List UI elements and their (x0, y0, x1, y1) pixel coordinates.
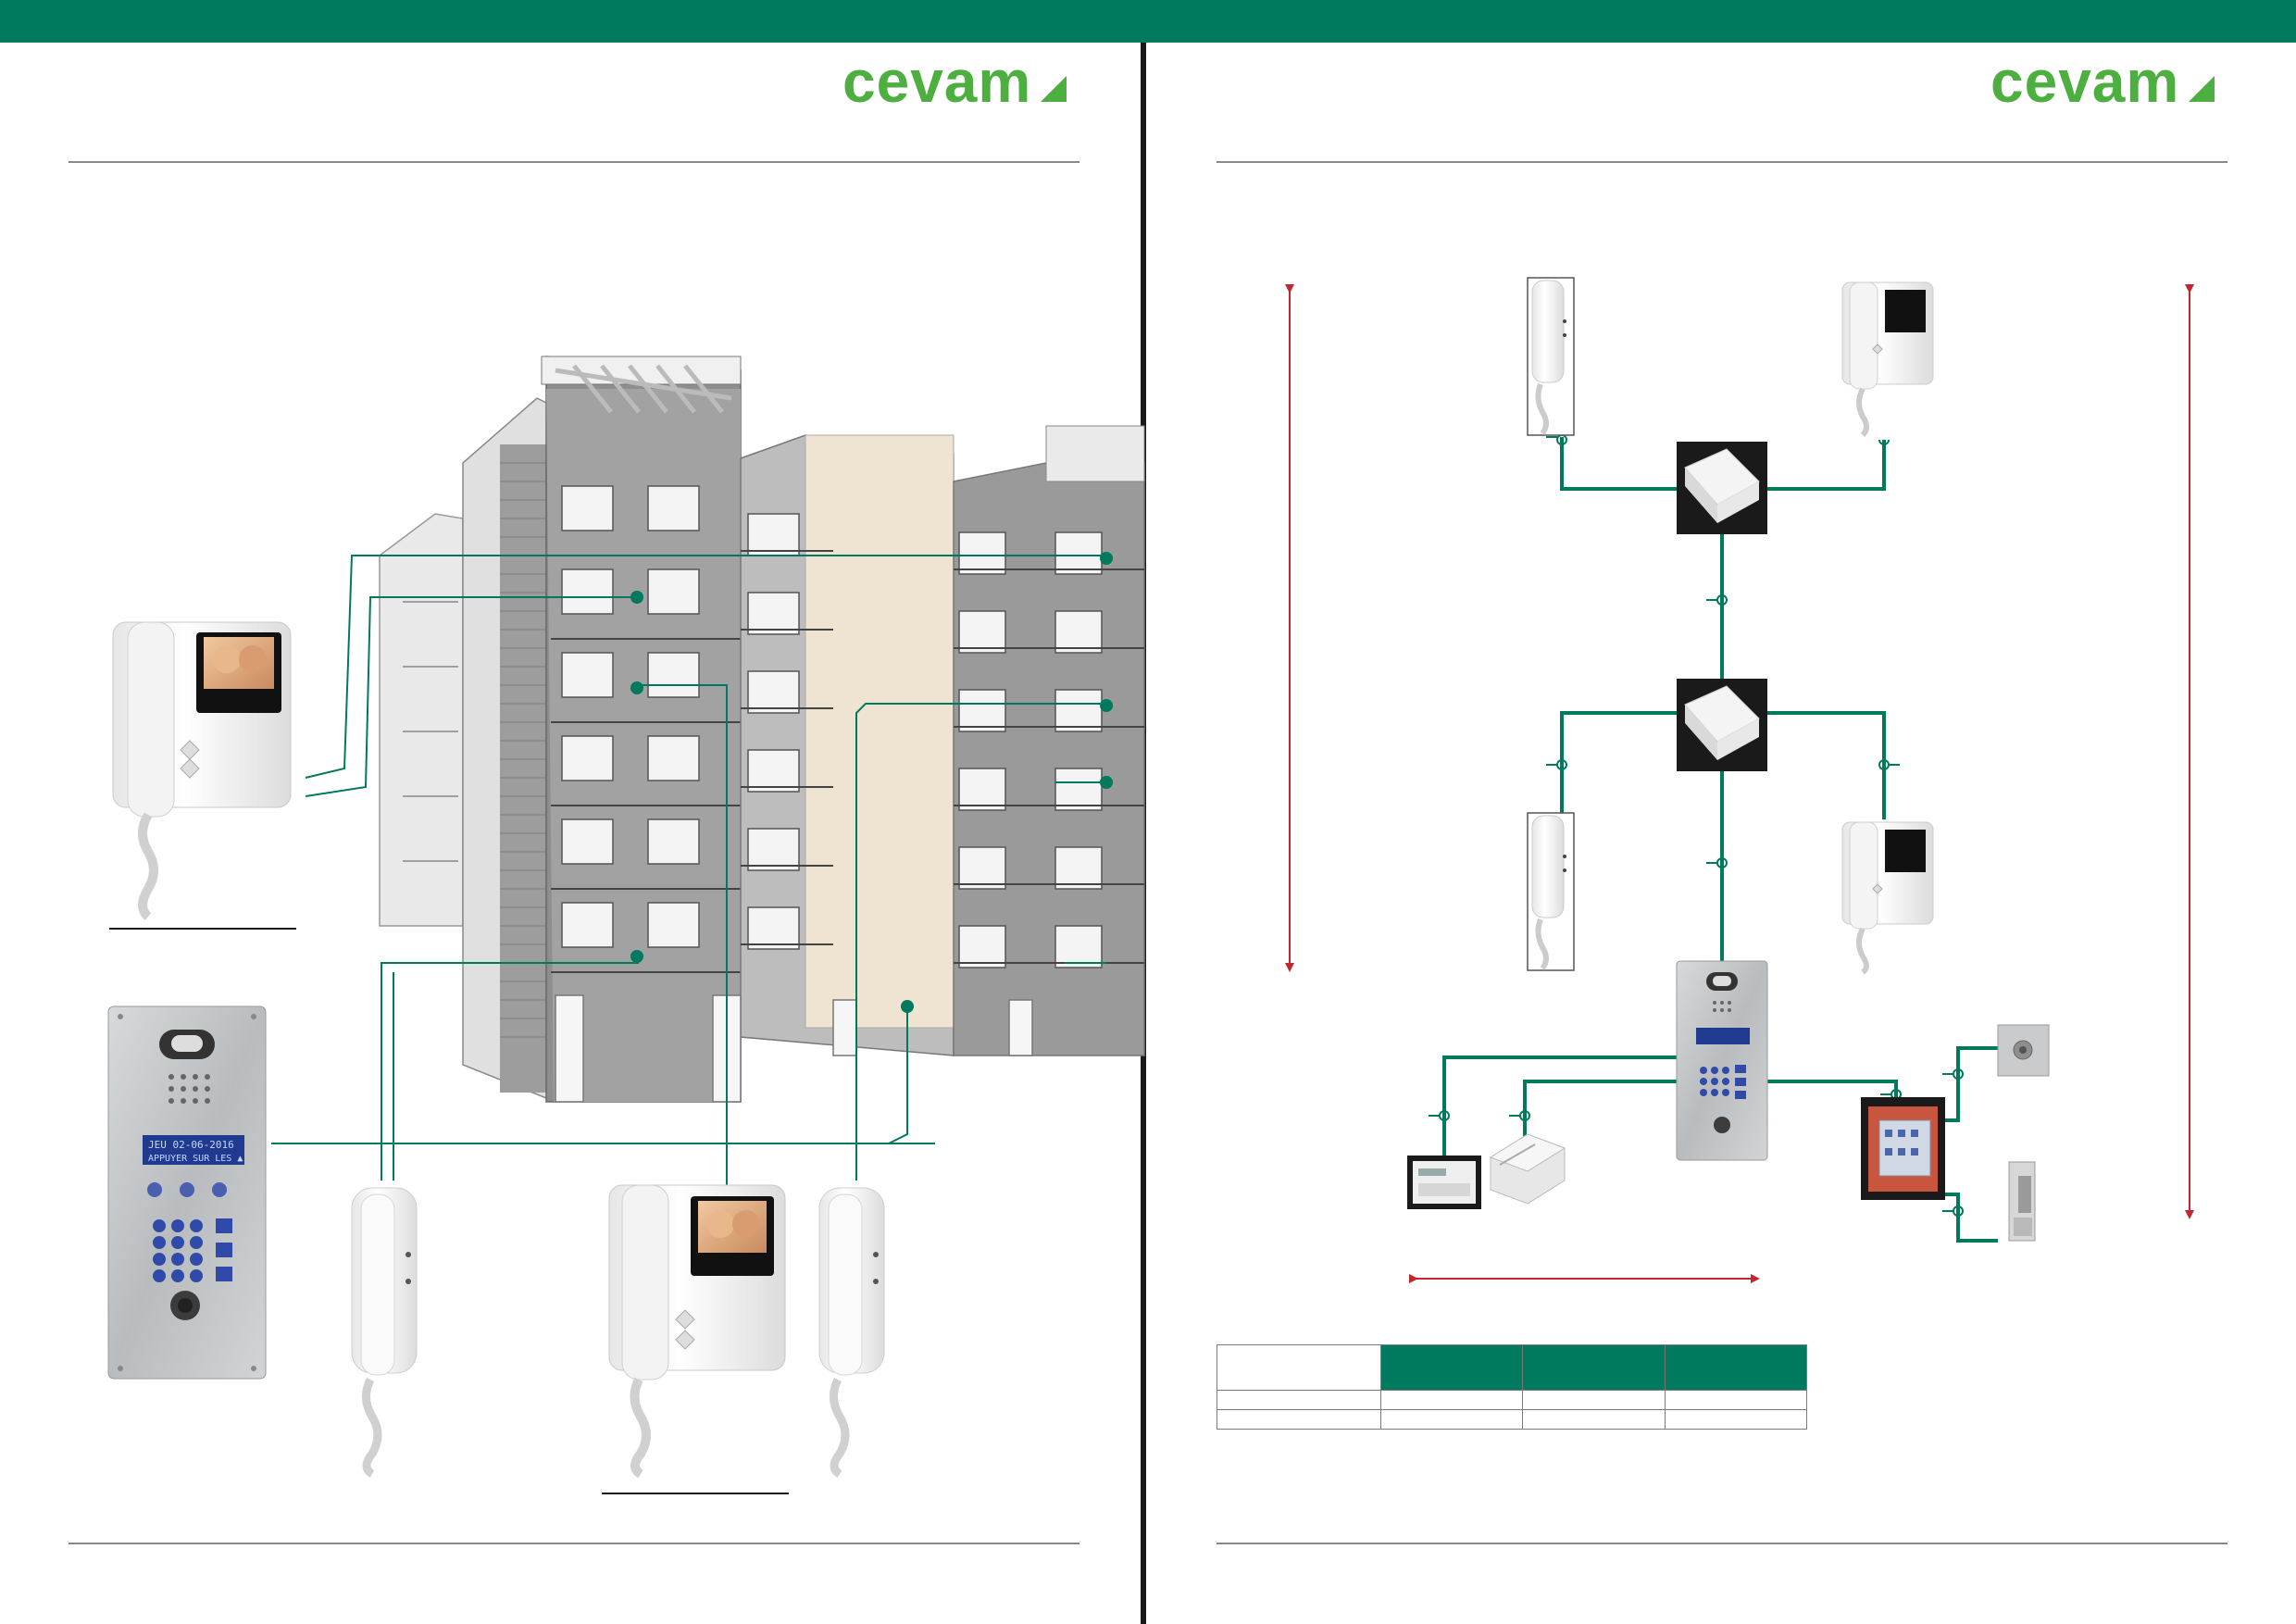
table-header-cell (1522, 1344, 1666, 1391)
table-cell (1217, 1390, 1381, 1410)
footer-rule-right (1217, 1543, 2227, 1544)
table-cell (1664, 1409, 1808, 1430)
video-monitor-product (112, 621, 292, 920)
cevam-logo-left: cevam (842, 52, 1067, 111)
distribution-box-2 (1677, 679, 1767, 771)
audio-handset-device (1527, 277, 1575, 436)
panel-display-line-1: JEU 02-06-2016 (148, 1139, 234, 1151)
table-header-cell (1379, 1344, 1524, 1391)
building-wiring (271, 555, 1107, 1185)
footer-rule-left (69, 1543, 1079, 1544)
audio-handset-product (818, 1187, 885, 1478)
table-cell (1522, 1409, 1666, 1430)
panel-display-line-2: APPUYER SUR LES ▲ (148, 1154, 243, 1164)
power-supply-module (1489, 1133, 1566, 1205)
table-cell (1664, 1390, 1808, 1410)
audio-handset-product (351, 1187, 418, 1478)
top-brand-bar (0, 0, 2296, 43)
building-connection-dots (630, 552, 1113, 1013)
electric-strike-device (2008, 1161, 2036, 1242)
control-cabinet (1861, 1097, 1945, 1200)
table-header-cell (1664, 1344, 1808, 1391)
logo-triangle-icon (1041, 76, 1067, 102)
table-header-cell (1217, 1344, 1381, 1391)
distribution-box-1 (1677, 442, 1767, 534)
cevam-logo-right: cevam (1990, 52, 2215, 111)
door-panel-product: JEU 02-06-2016 APPUYER SUR LES ▲ (107, 1006, 267, 1380)
audio-handset-device (1527, 812, 1575, 971)
video-monitor-device (1841, 278, 1938, 440)
specs-table (1217, 1344, 1808, 1430)
access-control-module (1407, 1156, 1481, 1209)
logo-triangle-icon (2189, 76, 2215, 102)
table-row (1217, 1409, 1808, 1430)
video-monitor-device (1841, 819, 1938, 975)
table-header-row (1217, 1344, 1808, 1391)
table-row (1217, 1390, 1808, 1410)
table-cell (1522, 1390, 1666, 1410)
logo-text: cevam (842, 48, 1032, 115)
door-panel-device (1676, 960, 1768, 1161)
wire-connector-ticks (1429, 434, 1964, 1217)
exit-button-device (1997, 1024, 2050, 1077)
table-cell (1379, 1390, 1524, 1410)
video-monitor-product (608, 1184, 786, 1479)
building-illustration (379, 356, 1145, 1104)
logo-text: cevam (1990, 48, 2180, 115)
header-rule-right (1217, 161, 2227, 163)
header-rule-left (69, 161, 1079, 163)
table-cell (1379, 1409, 1524, 1430)
table-cell (1217, 1409, 1381, 1430)
